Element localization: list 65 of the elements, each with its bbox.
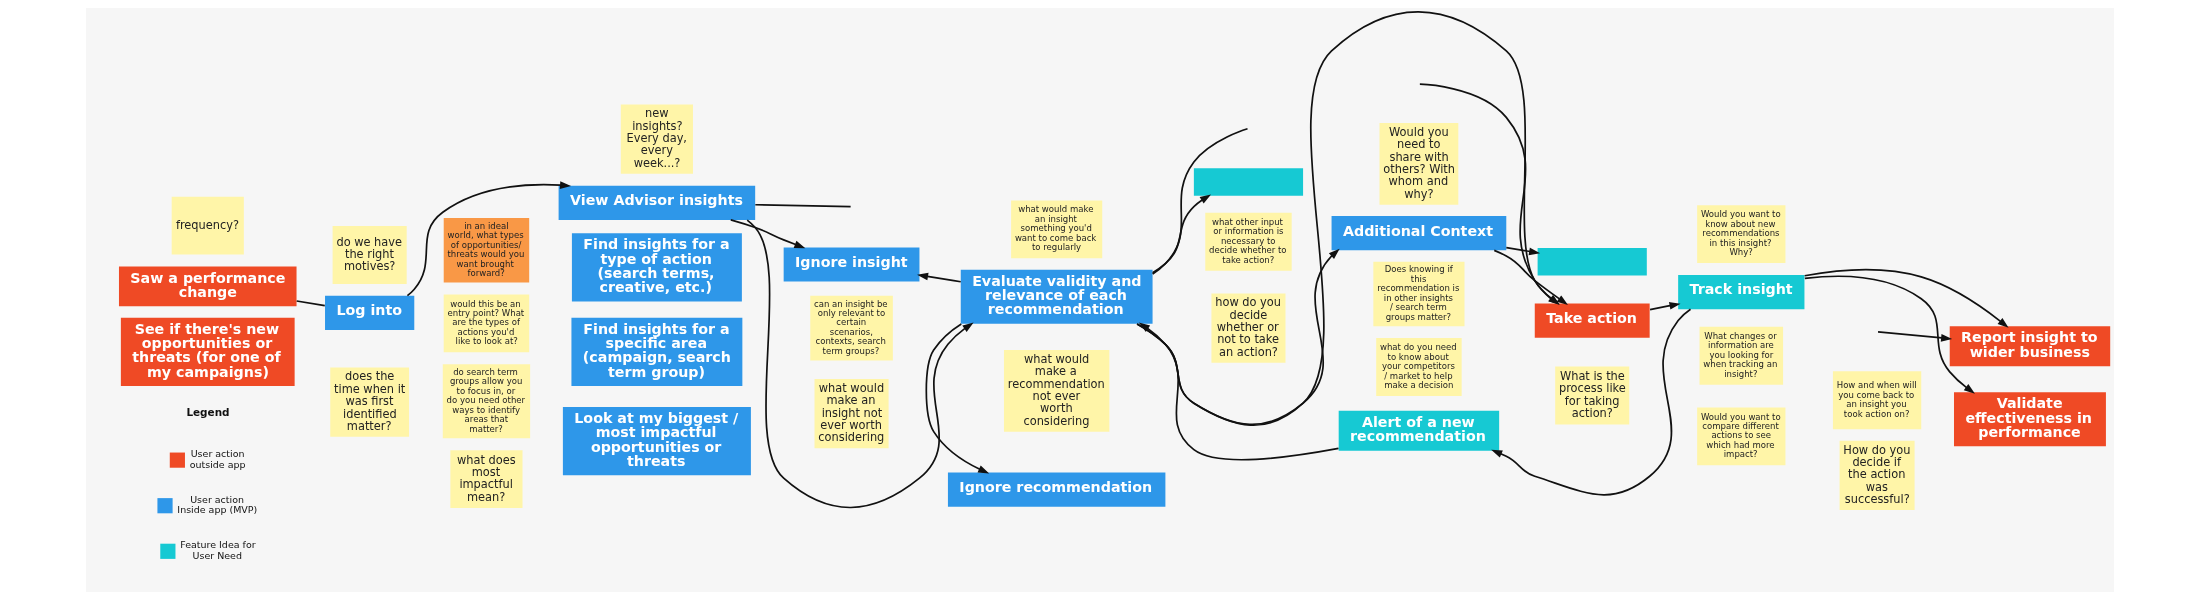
arrow [406, 181, 572, 297]
arrow [1491, 308, 1692, 496]
node-box: what would make a recommendation not ever worth considering [1003, 350, 1110, 432]
node-box: Additional Context [1331, 216, 1507, 251]
node-box: frequency? [171, 196, 244, 255]
node-box: Evaluate validity and relevance of each recommendation [960, 269, 1153, 324]
node-box: what would make an insight something you'd want to come back to regularly [1011, 200, 1103, 259]
connector [1151, 127, 1249, 275]
node-box: in an ideal world, what types of opportunities/ threats would you want brought forward? [443, 218, 530, 283]
arrow [729, 219, 806, 249]
arrow [1138, 322, 1340, 461]
node-box: does the time when it was first identified matter? [330, 367, 410, 437]
node-box [1537, 247, 1647, 276]
node-box: how do you decide whether or not to take an action? [1211, 293, 1286, 363]
node-box: what would make an insight not ever worth considering [814, 378, 889, 449]
node-box: Take action [1534, 303, 1650, 338]
node-box: new insights? Every day, every week...? [620, 104, 693, 174]
node-box: How and when will you come back to an insight you took action on? [1832, 371, 1922, 430]
node-box: Saw a performance change [118, 266, 297, 307]
node-box: Report insight to wider business [1949, 326, 2111, 367]
node-box: would this be an entry point? What are the types of actions you'd like to look at? [443, 294, 530, 353]
arrow [1493, 249, 1568, 305]
connector [754, 203, 852, 208]
arrow [1136, 11, 1560, 427]
legend-label: User action Inside app (MVP) [177, 493, 258, 516]
arrow [1505, 246, 1541, 256]
node-box: Look at my biggest / most impactful opportunities or threats [562, 406, 751, 476]
arrow [1151, 194, 1212, 274]
node-box: What changes or information are you looking for when tracking an insight? [1699, 326, 1784, 385]
node-box: How do you decide if the action was successful? [1839, 440, 1915, 510]
node-box: what other input or information is necessary to decide whether to take action? [1205, 212, 1292, 271]
node-box: Alert of a new recommendation [1338, 410, 1500, 451]
legend-label: User action outside app [189, 448, 246, 470]
node-box: Does knowing if this recommendation is in other insights / search term groups matter? [1373, 261, 1465, 327]
node-box: do we have the right motives? [332, 226, 407, 284]
node-box: Find insights for a type of action (search terms, creative, etc.) [571, 233, 742, 302]
arrow [1419, 83, 1568, 305]
node-box: Ignore recommendation [947, 472, 1166, 507]
node-box: what do you need to know about your competitors / market to help make a decision [1376, 338, 1462, 397]
arrow [746, 219, 974, 509]
node-box: do search term groups allow you to focus in, or do you need other ways to identify areas that matter? [442, 364, 531, 439]
node-box: Would you want to compare different actions to see which had more impact? [1697, 407, 1786, 466]
node-box [1193, 168, 1304, 196]
node-box: Ignore insight [783, 247, 920, 282]
node-box: Would you want to know about new recommendations in this insight? Why? [1697, 205, 1786, 264]
node-box: what does most impactful mean? [450, 450, 523, 509]
arrow [925, 323, 990, 474]
arrow [1804, 275, 1975, 394]
node-box: Find insights for a specific area (campaign, search term group) [571, 317, 743, 387]
arrow [1649, 301, 1681, 311]
node-box: What is the process like for taking action? [1555, 366, 1630, 425]
arrow [1877, 331, 1953, 342]
label: Legend [186, 406, 230, 419]
arrow [1803, 268, 2009, 328]
node-box: Track insight [1678, 274, 1805, 310]
connector [295, 300, 326, 307]
arrow [1136, 248, 1340, 426]
node-box: Would you need to share with others? With whom and why? [1379, 123, 1459, 205]
legend-label: Feature Idea for User Need [180, 539, 256, 561]
node-box: View Advisor insights [558, 185, 756, 220]
node-box: can an insight be only relevant to certain scenarios, contexts, search term groups? [810, 295, 893, 361]
arrow [917, 272, 962, 283]
node-box: Validate effectiveness in performance [1954, 392, 2106, 447]
node-box: Log into [325, 295, 415, 331]
node-box: See if there's new opportunities or threats (for one of my campaigns) [120, 317, 295, 387]
